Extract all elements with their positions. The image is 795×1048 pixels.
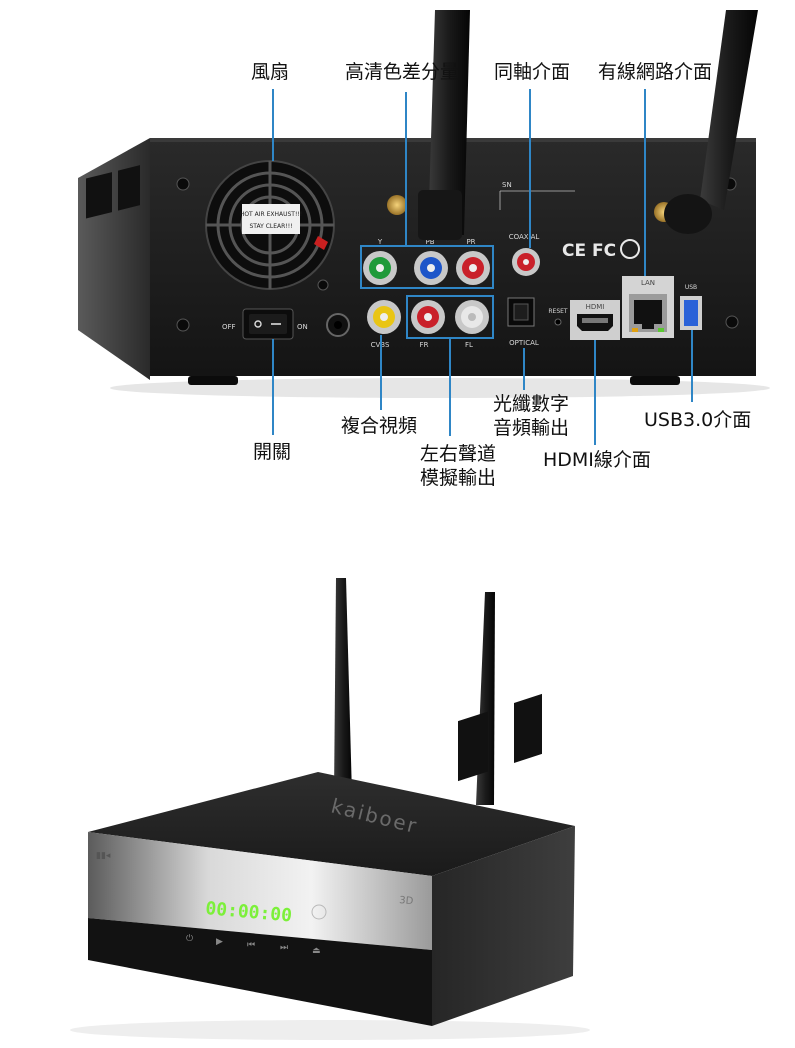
fan-sticker-line1: HOT AIR EXHAUST!!! [240, 211, 302, 218]
prev-icon: ⏮ [247, 940, 255, 950]
switch-on-label: ON [297, 323, 308, 331]
badge-3d: 3D [399, 895, 414, 907]
callout-stereo-line2: 模擬輸出 [419, 467, 496, 489]
label-optical: OPTICAL [509, 339, 539, 347]
front-panel [88, 832, 432, 950]
rear-antenna-right [664, 10, 758, 234]
callout-coaxial: 同軸介面 [494, 61, 571, 83]
label-hdmi: HDMI [586, 303, 605, 311]
label-y: Y [377, 238, 383, 246]
callout-lan: 有線網路介面 [598, 61, 713, 83]
cooling-fan: HOT AIR EXHAUST!!! STAY CLEAR!!! [205, 160, 335, 290]
callout-optical-line1: 光纖數字 [492, 393, 569, 415]
reset-hole [554, 318, 562, 326]
label-usb: USB [685, 284, 697, 291]
callout-usb: USB3.0介面 [644, 409, 752, 431]
switch-off-label: OFF [222, 323, 236, 331]
callout-composite: 複合視頻 [341, 415, 418, 437]
callout-power-switch: 開關 [253, 441, 292, 463]
callout-hdmi: HDMI線介面 [543, 449, 651, 471]
composite-stereo-jacks: CVBS FR FL [367, 300, 489, 349]
label-fr: FR [420, 341, 429, 349]
usb3-port: USB [680, 284, 702, 330]
rear-antenna-left [418, 10, 470, 240]
callout-fan: 風扇 [251, 61, 290, 83]
component-highlight-box [360, 245, 494, 289]
label-coaxial: COAXIAL [509, 233, 540, 241]
serial-number-label: SN [502, 181, 512, 189]
callout-optical-output: 光纖數字 音頻輸出 [486, 392, 576, 440]
fan-sticker-line2: STAY CLEAR!!! [249, 223, 292, 230]
front-small-logo: ▮▮◂ [96, 851, 111, 861]
label-lan: LAN [641, 279, 655, 287]
play-icon: ▶ [216, 937, 223, 947]
power-switch: OFF ON [222, 308, 308, 340]
label-pr: PR [466, 238, 475, 246]
component-video-jacks: Y PB PR [363, 238, 490, 285]
leader-lines [272, 89, 693, 445]
device-top [88, 772, 575, 876]
next-icon: ⏭ [280, 943, 288, 953]
eject-icon: ⏏ [312, 946, 321, 956]
callout-component-video: 高清色差分量 [345, 61, 460, 83]
lan-port: LAN [622, 276, 674, 338]
certification-marks: CE FC [562, 241, 616, 261]
callout-stereo-line1: 左右聲道 [419, 443, 496, 465]
callout-stereo-output: 左右聲道 模擬輸出 [413, 442, 503, 490]
rear-view-device: HOT AIR EXHAUST!!! STAY CLEAR!!! OFF ON … [78, 10, 770, 398]
antenna-connector-left [387, 195, 407, 215]
hdmi-port: HDMI [570, 300, 620, 340]
front-antenna-left [334, 578, 352, 795]
label-fl: FL [465, 341, 473, 349]
callout-optical-line2: 音頻輸出 [492, 417, 569, 439]
power-icon: ⏻ [186, 933, 193, 944]
label-reset: RESET [548, 308, 568, 315]
optical-port: OPTICAL [507, 297, 539, 347]
front-view-device: kaiboer ▮▮◂ 00:00:00 3D ⏻ ▶ ⏮ ⏭ ⏏ [70, 578, 590, 1040]
label-pb: PB [425, 238, 434, 246]
coaxial-jack: COAXIAL [509, 233, 540, 276]
front-buttons: ⏻ ▶ ⏮ ⏭ ⏏ [186, 933, 321, 956]
device-side [432, 826, 575, 1026]
